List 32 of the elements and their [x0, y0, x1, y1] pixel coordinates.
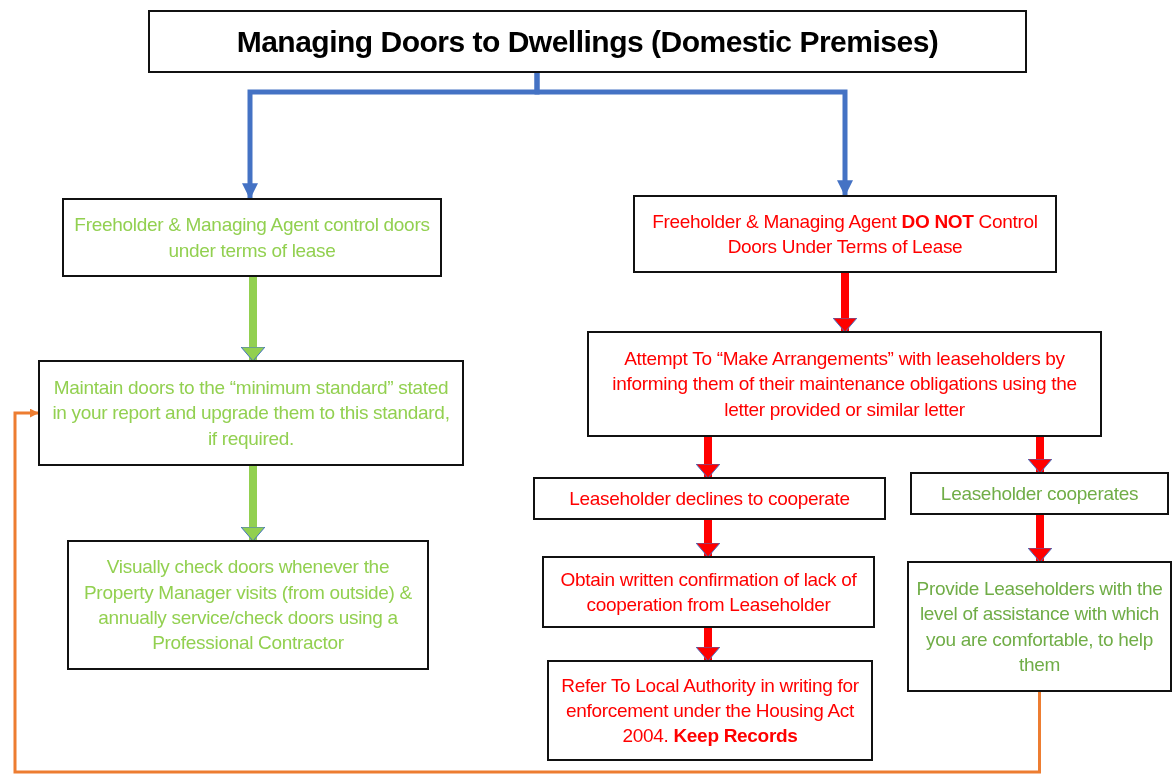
process-box: [533, 477, 886, 520]
arrow: [534, 73, 853, 197]
step-text: Freeholder & Managing Agent DO NOT Control Doors Under Terms of Lease: [651, 209, 1039, 259]
process-box: [633, 195, 1057, 273]
block-arrow: [832, 273, 858, 333]
process-box: [910, 472, 1169, 515]
step-text: Freeholder & Managing Agent control doors under terms of lease: [73, 213, 431, 263]
process-box: [587, 331, 1102, 437]
step-text: Provide Leaseholders with the level of assistance with which you are comfortable, to help them: [915, 576, 1164, 677]
block-arrow: [695, 520, 721, 558]
title-box: [148, 10, 1027, 73]
block-arrow: [240, 466, 266, 542]
step-text: Obtain written confirmation of lack of cooperation from Leaseholder: [559, 567, 858, 617]
process-box: [62, 198, 442, 277]
step-text: Refer To Local Authority in writing for enforcement under the Housing Act 2004. Keep Records: [560, 673, 860, 749]
step-text: Maintain doors to the “minimum standard” stated in your report and upgrade them to this standard, if required.: [51, 376, 451, 451]
block-arrow: [695, 628, 721, 662]
process-box: [907, 561, 1172, 692]
process-box: [67, 540, 429, 670]
step-text: Leaseholder cooperates: [940, 481, 1139, 506]
step-text: Leaseholder declines to cooperate: [569, 486, 850, 511]
step-text: Visually check doors whenever the Property Manager visits (from outside) & annually service/check doors using a Professional Contractor: [83, 555, 413, 656]
process-box: [547, 660, 873, 761]
block-arrow: [240, 277, 266, 362]
step-text: Attempt To “Make Arrangements” with leaseholders by informing them of their maintenance obligations using the letter provided or similar letter: [611, 347, 1078, 422]
process-box: [38, 360, 464, 466]
block-arrow: [1027, 515, 1053, 563]
block-arrow: [695, 437, 721, 479]
block-arrow: [1027, 437, 1053, 474]
process-box: [542, 556, 875, 628]
arrow: [13, 408, 1041, 774]
title-text: Managing Doors to Dwellings (Domestic Premises): [236, 23, 939, 60]
